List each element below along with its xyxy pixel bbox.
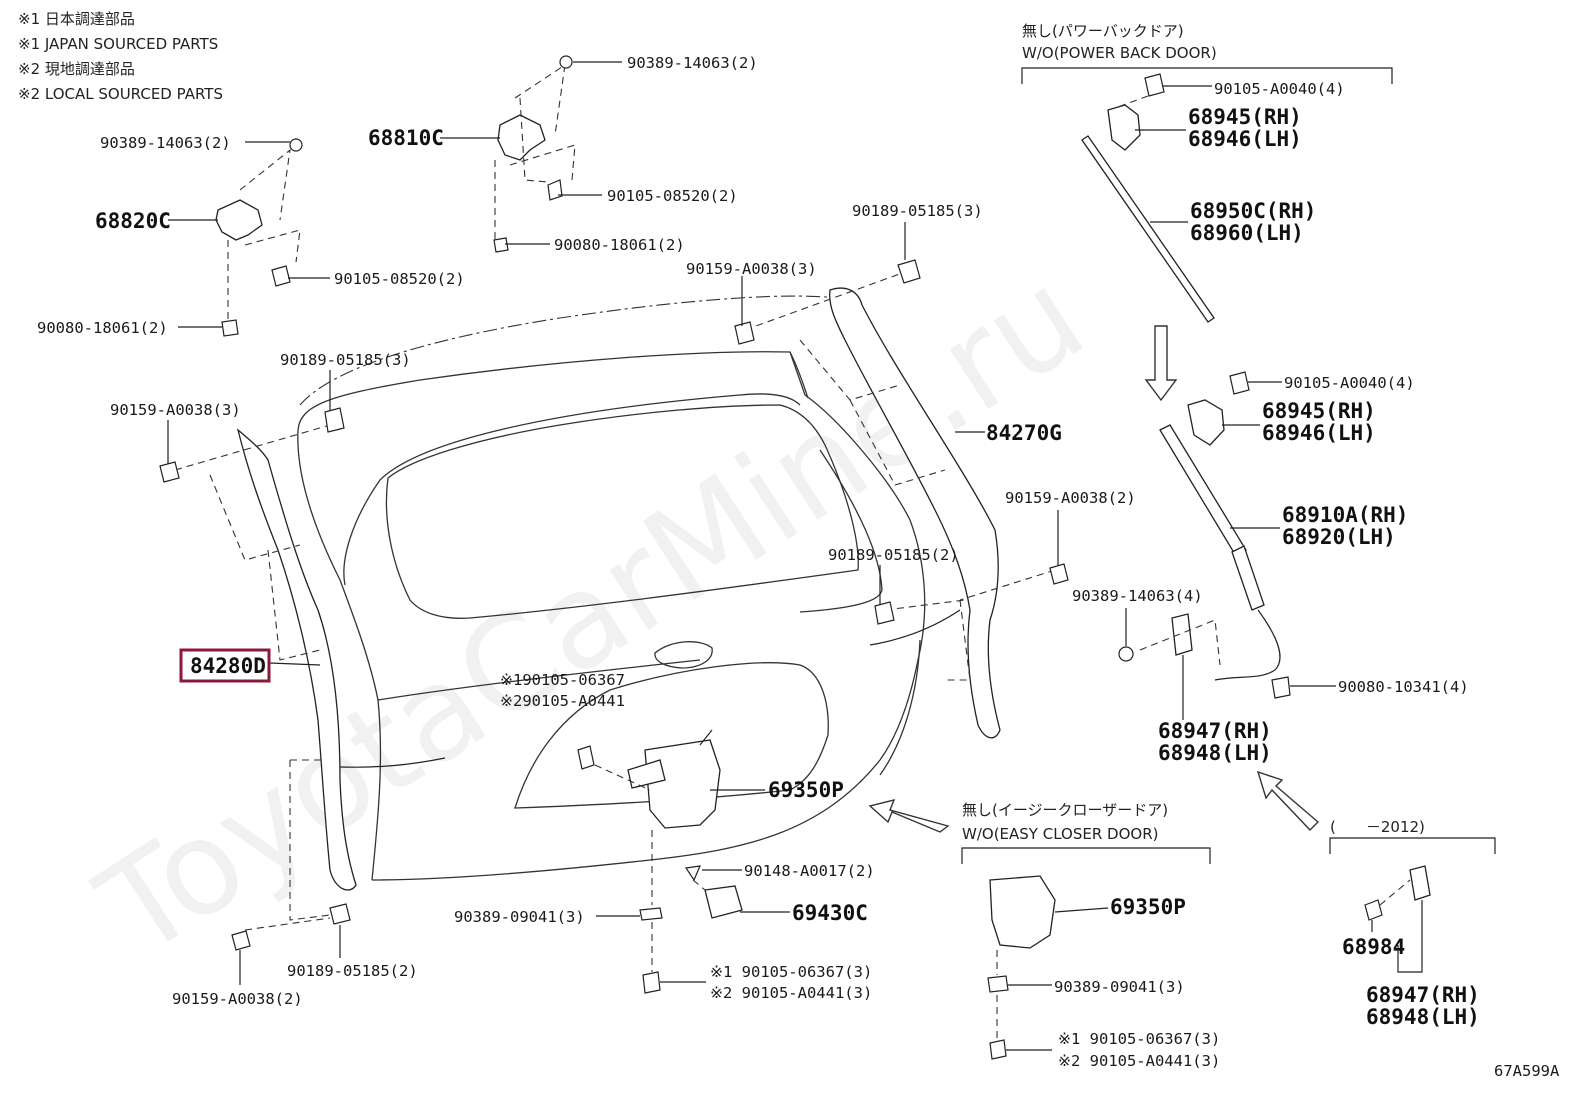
- flow-arrows: [868, 325, 1320, 833]
- label-68945-b[interactable]: 68945(RH): [1262, 399, 1376, 423]
- diagram-code: 67A599A: [1494, 1062, 1560, 1080]
- legend-notes: ※1 日本調達部品 ※1 JAPAN SOURCED PARTS ※2 現地調達…: [18, 10, 223, 103]
- hinge-68810C: [493, 55, 576, 253]
- label-90389-14063-right[interactable]: 90389-14063(4): [1072, 587, 1203, 605]
- label-90389-09041-main[interactable]: 90389-09041(3): [454, 908, 585, 926]
- label-68960[interactable]: 68960(LH): [1190, 221, 1304, 245]
- bracket-68984: [1364, 865, 1431, 921]
- label-90105-A0040-b[interactable]: 90105-A0040(4): [1284, 374, 1415, 392]
- label-90105-06367-note[interactable]: ※190105-06367: [500, 671, 625, 689]
- label-90105-A0040-a[interactable]: 90105-A0040(4): [1214, 80, 1345, 98]
- body-fasteners: [159, 259, 1069, 994]
- label-90105-A0441-alt[interactable]: ※2 90105-A0441(3): [1058, 1052, 1220, 1070]
- section-power-back-door-jp: 無し(パワーバックドア): [1022, 22, 1184, 40]
- label-90105-A0441-bottom[interactable]: ※2 90105-A0441(3): [710, 984, 872, 1002]
- note-local-en: ※2 LOCAL SOURCED PARTS: [18, 85, 223, 103]
- part-labels: 90389-14063(2) 68810C 90105-08520(2) 900…: [37, 22, 1560, 1080]
- label-90159-A0038-d[interactable]: 90159-A0038(2): [172, 990, 303, 1008]
- power-strut-assembly: [1118, 371, 1291, 699]
- label-68947-b[interactable]: 68947(RH): [1366, 983, 1480, 1007]
- label-90105-06367-bottom[interactable]: ※1 90105-06367(3): [710, 963, 872, 981]
- label-84280D-highlight: [179, 648, 271, 683]
- label-90189-05185-a[interactable]: 90189-05185(3): [852, 202, 983, 220]
- label-69350P-main[interactable]: 69350P: [768, 778, 844, 802]
- label-68950C[interactable]: 68950C(RH): [1190, 199, 1316, 223]
- section-power-back-door-en: W/O(POWER BACK DOOR): [1022, 44, 1217, 62]
- label-69350P-alt[interactable]: 69350P: [1110, 895, 1186, 919]
- note-japan-en: ※1 JAPAN SOURCED PARTS: [18, 35, 218, 53]
- label-90389-14063-top[interactable]: 90389-14063(2): [627, 54, 758, 72]
- label-90105-08520-top[interactable]: 90105-08520(2): [607, 187, 738, 205]
- section-brackets: [961, 67, 1496, 973]
- striker-69430C: [684, 865, 743, 919]
- label-90080-18061-left[interactable]: 90080-18061(2): [37, 319, 168, 337]
- left-pillar-connectors: [174, 424, 331, 931]
- section-year-range: ( －2012): [1330, 818, 1425, 836]
- label-68946-a[interactable]: 68946(LH): [1188, 127, 1302, 151]
- label-90148-A0017[interactable]: 90148-A0017(2): [744, 862, 875, 880]
- label-68946-b[interactable]: 68946(LH): [1262, 421, 1376, 445]
- label-84270G[interactable]: 84270G: [986, 421, 1062, 445]
- label-90159-A0038-b[interactable]: 90159-A0038(3): [110, 401, 241, 419]
- label-90189-05185-b[interactable]: 90189-05185(3): [280, 351, 411, 369]
- label-90105-A0441-note[interactable]: ※290105-A0441: [500, 692, 625, 710]
- right-cable: [869, 609, 961, 646]
- label-90389-14063-left[interactable]: 90389-14063(2): [100, 134, 231, 152]
- note-japan-jp: ※1 日本調達部品: [18, 10, 135, 28]
- label-90189-05185-c[interactable]: 90189-05185(2): [828, 546, 959, 564]
- leader-lines: [167, 61, 1373, 1051]
- label-68810C[interactable]: 68810C: [368, 126, 444, 150]
- label-68947-a[interactable]: 68947(RH): [1158, 719, 1272, 743]
- label-90189-05185-d[interactable]: 90189-05185(2): [287, 962, 418, 980]
- strut-assembly-upper: [1081, 73, 1215, 323]
- right-pillar-connectors: [744, 271, 1056, 681]
- left-pillar-garnish: [236, 428, 357, 891]
- label-90389-09041-alt[interactable]: 90389-09041(3): [1054, 978, 1185, 996]
- label-90080-18061-top[interactable]: 90080-18061(2): [554, 236, 685, 254]
- label-90159-A0038-a[interactable]: 90159-A0038(3): [686, 260, 817, 278]
- label-68920[interactable]: 68920(LH): [1282, 525, 1396, 549]
- left-cable: [339, 757, 446, 768]
- section-easy-closer-en: W/O(EASY CLOSER DOOR): [962, 825, 1158, 843]
- label-68820C[interactable]: 68820C: [95, 209, 171, 233]
- label-69430C[interactable]: 69430C: [792, 901, 868, 925]
- label-68910A[interactable]: 68910A(RH): [1282, 503, 1408, 527]
- label-90080-10341[interactable]: 90080-10341(4): [1338, 678, 1469, 696]
- note-local-jp: ※2 現地調達部品: [18, 60, 135, 78]
- label-68984[interactable]: 68984: [1342, 935, 1405, 959]
- label-68948-b[interactable]: 68948(LH): [1366, 1005, 1480, 1029]
- section-easy-closer-jp: 無し(イージークローザードア): [962, 801, 1168, 819]
- back-door-panel: [297, 295, 926, 881]
- label-90159-A0038-c[interactable]: 90159-A0038(2): [1005, 489, 1136, 507]
- right-pillar-garnish: [829, 287, 1001, 739]
- door-lock-69350P: [594, 729, 721, 972]
- label-68948-a[interactable]: 68948(LH): [1158, 741, 1272, 765]
- label-84280D[interactable]: 84280D: [190, 654, 266, 678]
- label-68945-a[interactable]: 68945(RH): [1188, 105, 1302, 129]
- alt-lock-69350P: [987, 875, 1056, 1060]
- hinge-68820C: [215, 138, 303, 337]
- label-90105-06367-alt[interactable]: ※1 90105-06367(3): [1058, 1030, 1220, 1048]
- label-90105-08520-left[interactable]: 90105-08520(2): [334, 270, 465, 288]
